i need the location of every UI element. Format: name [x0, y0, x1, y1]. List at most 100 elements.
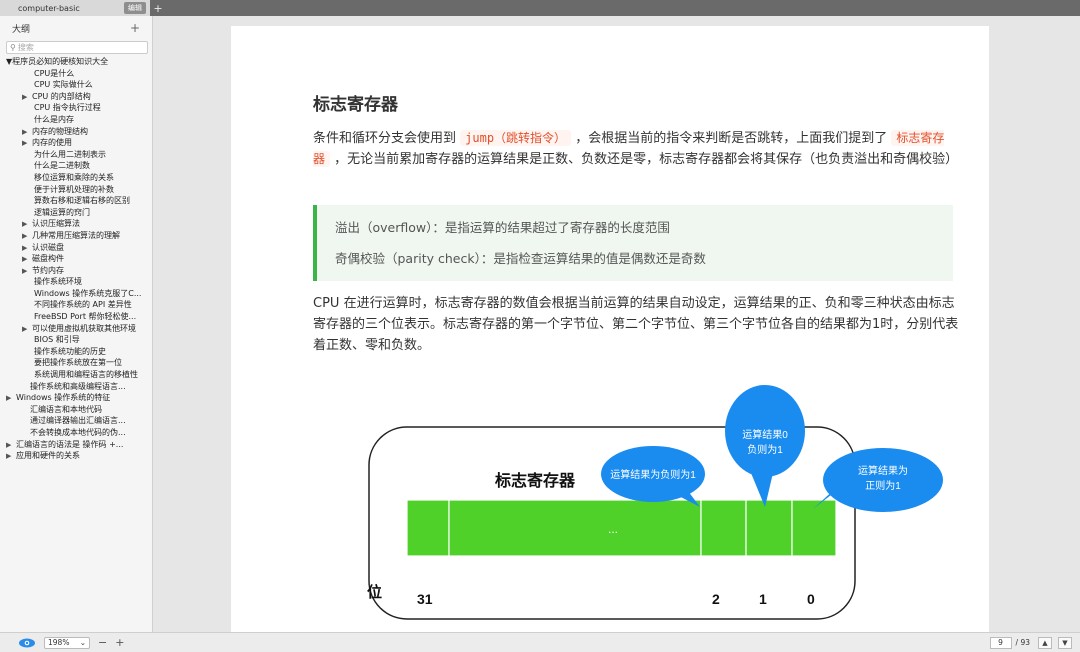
- search-icon: ⚲: [10, 43, 16, 52]
- expand-arrow-icon[interactable]: ▶: [22, 255, 28, 264]
- expand-arrow-icon[interactable]: ▶: [22, 139, 28, 148]
- outline-search-input[interactable]: ⚲ 搜索: [6, 41, 148, 54]
- outline-item[interactable]: ▶应用和硬件的关系: [0, 450, 152, 462]
- outline-item[interactable]: 操作系统功能的历史: [0, 346, 152, 358]
- outline-item-label: 可以使用虚拟机获取其他环境: [32, 323, 136, 333]
- outline-item-label: 磁盘构件: [32, 254, 64, 264]
- outline-item[interactable]: 通过编译器输出汇编语言...: [0, 415, 152, 427]
- expand-arrow-icon[interactable]: ▶: [22, 92, 28, 101]
- outline-item[interactable]: 什么是内存: [0, 114, 152, 126]
- outline-item-label: 认识磁盘: [32, 242, 64, 252]
- expand-arrow-icon[interactable]: ▶: [6, 440, 12, 449]
- bubble-zero-text-1: 运算结果0: [742, 428, 788, 441]
- zoom-select[interactable]: 198% ⌄: [44, 636, 90, 649]
- outline-item[interactable]: ▶内存的使用: [0, 137, 152, 149]
- quote-overflow: 溢出（overflow）：是指运算的结果超过了寄存器的长度范围: [335, 220, 670, 235]
- paragraph-1: 条件和循环分支会使用到 jump（跳转指令） ，会根据当前的指令来判断是否跳转，…: [313, 128, 959, 170]
- section-heading: 标志寄存器: [313, 95, 398, 115]
- outline-item-label: 几种常用压缩算法的理解: [32, 230, 120, 240]
- outline-item[interactable]: 操作系统环境: [0, 276, 152, 288]
- outline-item[interactable]: 系统调用和编程语言的移植性: [0, 369, 152, 381]
- outline-item[interactable]: ▶ 认识磁盘: [0, 242, 152, 254]
- outline-item[interactable]: 便于计算机处理的补数: [0, 184, 152, 196]
- expand-arrow-icon[interactable]: ▶: [22, 266, 28, 275]
- tab-title: computer-basic: [18, 3, 80, 13]
- expand-arrow-icon[interactable]: ▶: [6, 394, 12, 403]
- zoom-in-button[interactable]: +: [115, 636, 125, 649]
- outline-item-label: 逻辑运算的窍门: [34, 207, 90, 217]
- outline-item[interactable]: ▶ 几种常用压缩算法的理解: [0, 230, 152, 242]
- zoom-value: 198%: [48, 638, 70, 647]
- outline-item[interactable]: 不同操作系统的 API 差异性: [0, 299, 152, 311]
- outline-item[interactable]: 操作系统和高级编程语言...: [0, 381, 152, 393]
- register-cell-middle: [448, 499, 702, 557]
- outline-header: 大纲 +: [0, 16, 152, 40]
- outline-item[interactable]: CPU 实际做什么: [0, 79, 152, 91]
- outline-item[interactable]: FreeBSD Port 帮你轻松使...: [0, 311, 152, 323]
- status-bar: 198% ⌄ − + 9 / 93 ▲ ▼: [0, 632, 1080, 652]
- expand-arrow-icon[interactable]: ▶: [22, 220, 28, 229]
- quote-parity: 奇偶校验（parity check）：是指检查运算结果的值是偶数还是奇数: [335, 251, 706, 266]
- bubble-zero: 运算结果0 负则为1: [725, 385, 805, 507]
- expand-arrow-icon[interactable]: ▶: [22, 231, 28, 240]
- paragraph-2: CPU 在进行运算时，标志寄存器的数值会根据当前运算的结果自动设定，运算结果的正…: [313, 296, 959, 353]
- edit-badge[interactable]: 编辑: [124, 2, 146, 14]
- outline-item[interactable]: CPU 指令执行过程: [0, 102, 152, 114]
- outline-item-label: 系统调用和编程语言的移植性: [34, 370, 138, 380]
- outline-item[interactable]: 为什么用二进制表示: [0, 149, 152, 161]
- zoom-out-button[interactable]: −: [98, 636, 108, 649]
- register-cell-2: [700, 499, 747, 557]
- bit-2-label: 2: [712, 591, 720, 607]
- register-ellipsis: ...: [608, 522, 618, 536]
- outline-item-label: 节约内存: [32, 265, 64, 275]
- outline-item[interactable]: 算数右移和逻辑右移的区别: [0, 195, 152, 207]
- register-cell-1: [745, 499, 793, 557]
- outline-item[interactable]: 不会转换成本地代码的伪...: [0, 427, 152, 439]
- outline-item[interactable]: ▶ 节约内存: [0, 265, 152, 277]
- expand-arrow-icon[interactable]: ▶: [22, 127, 28, 136]
- outline-item[interactable]: ▶汇编语言的语法是 操作码 +...: [0, 439, 152, 451]
- outline-item[interactable]: ▶认识压缩算法: [0, 218, 152, 230]
- outline-item-label: 通过编译器输出汇编语言...: [30, 416, 126, 426]
- tab-bar: computer-basic 编辑 +: [0, 0, 1080, 16]
- flag-register-diagram: 标志寄存器 ... 位 31 2 1 0 运算结果为负则为1: [367, 385, 943, 620]
- register-cells: [406, 499, 837, 557]
- eye-icon[interactable]: [18, 638, 36, 648]
- outline-item[interactable]: ▶内存的物理结构: [0, 126, 152, 138]
- prev-page-button[interactable]: ▲: [1038, 636, 1052, 649]
- outline-item-label: ▼程序员必知的硬核知识大全: [6, 57, 109, 66]
- outline-item[interactable]: ▶ 可以使用虚拟机获取其他环境: [0, 323, 152, 335]
- outline-item[interactable]: 逻辑运算的窍门: [0, 207, 152, 219]
- outline-item[interactable]: BIOS 和引导: [0, 334, 152, 346]
- bubble-positive: 运算结果为 正则为1: [813, 448, 943, 512]
- outline-item[interactable]: ▶CPU 的内部结构: [0, 91, 152, 103]
- bubble-positive-text-1: 运算结果为: [858, 464, 908, 477]
- outline-item[interactable]: 汇编语言和本地代码: [0, 404, 152, 416]
- outline-add-button[interactable]: +: [129, 21, 140, 35]
- outline-item-label: 操作系统和高级编程语言...: [30, 381, 126, 391]
- document-tab[interactable]: computer-basic 编辑: [0, 0, 150, 16]
- outline-item-label: CPU 实际做什么: [34, 80, 93, 90]
- outline-item[interactable]: Windows 操作系统克服了C...: [0, 288, 152, 300]
- outline-item-label: 便于计算机处理的补数: [34, 184, 114, 194]
- outline-item[interactable]: ▼程序员必知的硬核知识大全: [0, 56, 152, 68]
- bit-31-label: 31: [417, 591, 433, 607]
- page-number-input[interactable]: 9: [989, 636, 1012, 649]
- expand-arrow-icon[interactable]: ▶: [22, 243, 28, 252]
- outline-item-label: FreeBSD Port 帮你轻松使...: [34, 312, 137, 322]
- outline-item[interactable]: ▶ 磁盘构件: [0, 253, 152, 265]
- next-page-button[interactable]: ▼: [1058, 636, 1072, 649]
- outline-item-label: BIOS 和引导: [34, 335, 80, 345]
- expand-arrow-icon[interactable]: ▶: [22, 324, 28, 333]
- document-page: 标志寄存器 条件和循环分支会使用到 jump（跳转指令） ，会根据当前的指令来判…: [231, 26, 989, 632]
- expand-arrow-icon[interactable]: ▶: [6, 452, 12, 461]
- outline-item[interactable]: ▶Windows 操作系统的特征: [0, 392, 152, 404]
- new-tab-button[interactable]: +: [153, 1, 163, 15]
- outline-item[interactable]: 什么是二进制数: [0, 160, 152, 172]
- outline-item[interactable]: 要把操作系统放在第一位: [0, 357, 152, 369]
- outline-item[interactable]: 移位运算和乘除的关系: [0, 172, 152, 184]
- outline-item-label: 什么是内存: [34, 114, 74, 124]
- outline-item[interactable]: CPU是什么: [0, 68, 152, 80]
- outline-item-label: Windows 操作系统克服了C...: [34, 288, 142, 298]
